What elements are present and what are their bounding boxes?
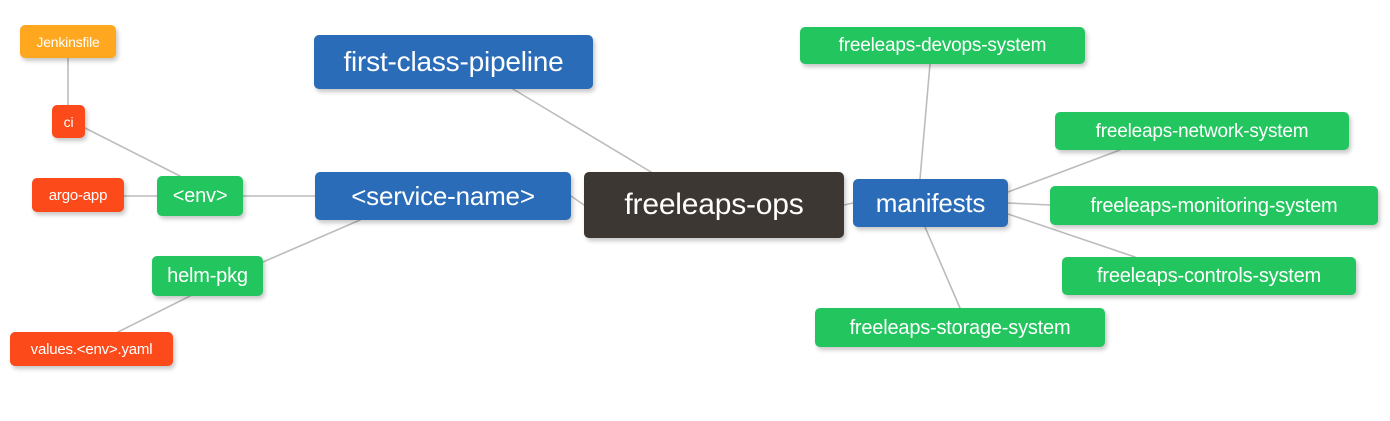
node-freeleaps-monitoring-system[interactable]: freeleaps-monitoring-system [1050,186,1378,225]
node-label-first-class-pipeline: first-class-pipeline [343,46,564,77]
edge-freeleaps-ops-manifests [843,202,854,206]
node-ci[interactable]: ci [52,105,85,138]
edge-manifests-devops [919,63,931,180]
node-freeleaps-ops[interactable]: freeleaps-ops [584,172,844,238]
node-label-manifests: manifests [875,188,986,218]
node-label-ci: ci [63,113,74,130]
edge-freeleaps-ops-first-class-pipeline [512,88,652,173]
edge-manifests-monitoring [1007,202,1051,206]
node-first-class-pipeline[interactable]: first-class-pipeline [314,35,593,89]
node-label-env: <env> [172,185,228,207]
node-helm-pkg[interactable]: helm-pkg [152,256,263,296]
node-label-jenkinsfile: Jenkinsfile [36,33,100,50]
node-label-freeleaps-network-system: freeleaps-network-system [1095,120,1309,142]
node-label-freeleaps-storage-system: freeleaps-storage-system [849,316,1071,339]
node-label-service-name: <service-name> [351,181,535,211]
node-label-freeleaps-devops-system: freeleaps-devops-system [838,35,1047,56]
edge-service-name-helm-pkg [262,219,361,263]
edge-helm-pkg-values-yaml [117,295,191,333]
node-values-yaml[interactable]: values.<env>.yaml [10,332,173,366]
node-label-freeleaps-monitoring-system: freeleaps-monitoring-system [1090,194,1338,217]
node-label-values-yaml: values.<env>.yaml [30,340,153,358]
node-env[interactable]: <env> [157,176,243,216]
node-manifests[interactable]: manifests [853,179,1008,227]
edge-manifests-storage [924,226,961,309]
edge-env-ci [84,127,181,177]
node-label-freeleaps-controls-system: freeleaps-controls-system [1097,265,1321,287]
node-jenkinsfile[interactable]: Jenkinsfile [20,25,116,58]
node-service-name[interactable]: <service-name> [315,172,571,220]
node-freeleaps-devops-system[interactable]: freeleaps-devops-system [800,27,1085,64]
node-freeleaps-storage-system[interactable]: freeleaps-storage-system [815,308,1105,347]
edge-freeleaps-ops-service-name [570,195,585,206]
node-argo-app[interactable]: argo-app [32,178,124,212]
node-freeleaps-controls-system[interactable]: freeleaps-controls-system [1062,257,1356,295]
node-label-argo-app: argo-app [48,186,108,204]
node-label-helm-pkg: helm-pkg [167,265,248,287]
node-freeleaps-network-system[interactable]: freeleaps-network-system [1055,112,1349,150]
node-label-freeleaps-ops: freeleaps-ops [624,188,804,221]
